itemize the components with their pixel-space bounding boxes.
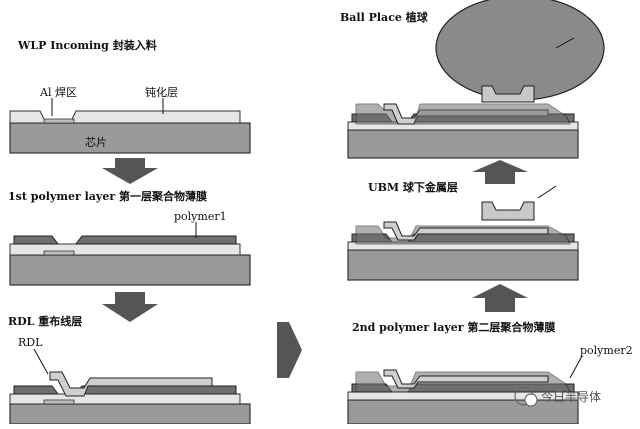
polymer2-callout: polymer2 [580, 344, 633, 357]
al-pad-callout: Al 焊区 [39, 85, 77, 99]
down-arrow-icon [102, 158, 158, 184]
step-ubm-label: UBM 球下金属层 [368, 180, 458, 194]
wafer-incoming-section [9, 98, 251, 154]
ubm-section [347, 185, 579, 281]
solder-ball [435, 0, 605, 101]
passivation-callout: 钝化层 [145, 85, 178, 99]
rdl-callout: RDL [18, 336, 43, 349]
up-arrow-icon [472, 160, 528, 184]
watermark-text: 今日半导体 [541, 389, 601, 404]
polymer1-callout: polymer1 [174, 210, 227, 223]
step-ball-place-label: Ball Place 植球 [340, 10, 429, 24]
chip-substrate [9, 122, 251, 154]
ball-place-section [347, 0, 605, 159]
watermark: 今日半导体 [514, 386, 601, 407]
down-arrow-icon [102, 292, 158, 322]
chip-callout: 芯片 [85, 135, 107, 149]
al-pad [43, 118, 75, 124]
right-arrow-icon [277, 322, 302, 378]
up-arrow-icon [472, 284, 528, 312]
rdl-section [9, 348, 251, 425]
step-rdl-label: RDL 重布线层 [8, 314, 82, 328]
step-polymer1-label: 1st polymer layer 第一层聚合物薄膜 [8, 189, 207, 203]
polymer2-section [347, 355, 583, 425]
step-wlp-incoming-label: WLP Incoming 封装入料 [17, 38, 157, 52]
polymer1-section [9, 222, 251, 286]
passivation-right [69, 110, 241, 124]
step-polymer2-label: 2nd polymer layer 第二层聚合物薄膜 [352, 320, 555, 334]
passivation-left [9, 110, 47, 124]
